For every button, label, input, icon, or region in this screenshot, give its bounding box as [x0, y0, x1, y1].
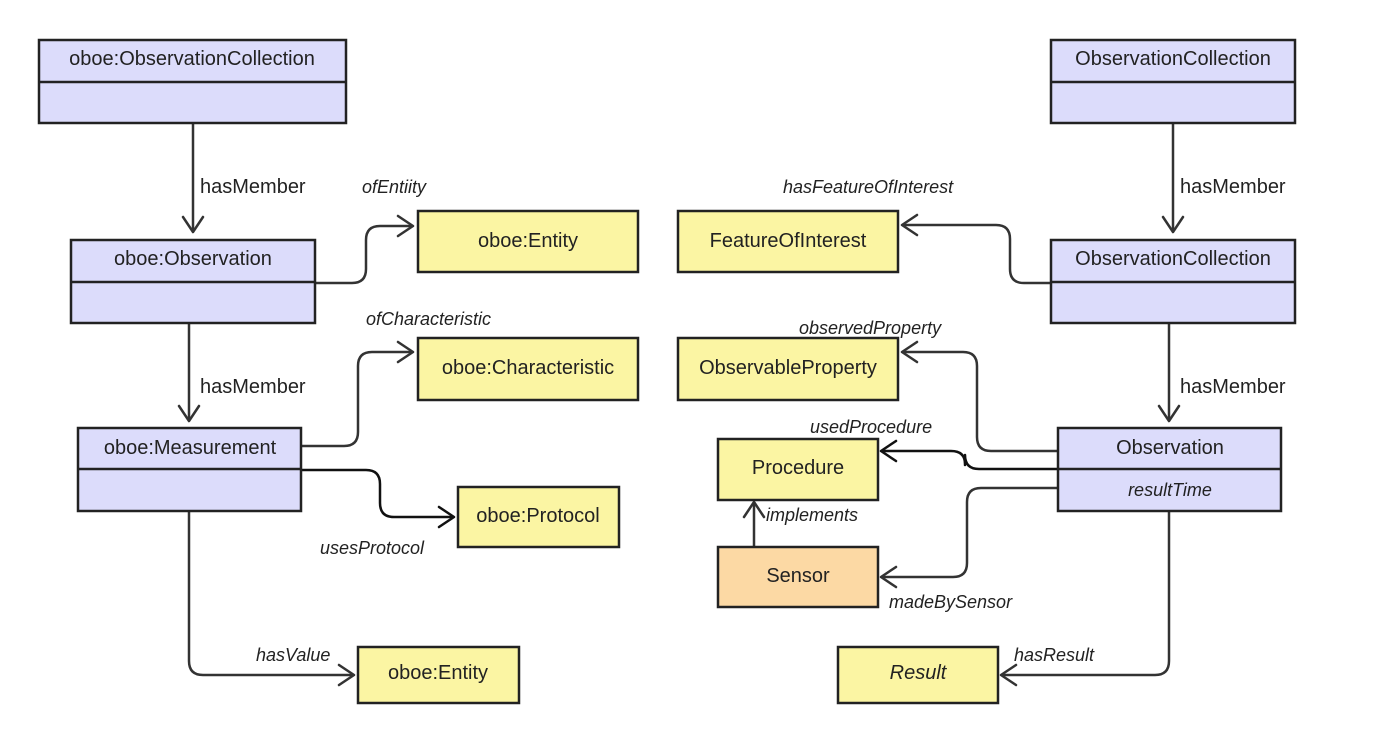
- arrowhead-implements: [742, 500, 766, 519]
- concept-box-oboe-entity-top[interactable]: oboe:Entity: [416, 209, 640, 274]
- arrowhead-of-characteristic: [396, 340, 415, 364]
- class-title: Observation: [1116, 437, 1224, 459]
- class-title: oboe:Measurement: [104, 437, 277, 459]
- class-box-oboe-observation[interactable]: oboe:Observation: [69, 238, 317, 325]
- arrowhead-left-has-member-1: [181, 215, 205, 234]
- arrowhead-has-result: [999, 663, 1018, 687]
- label-has-value: hasValue: [256, 645, 330, 665]
- arrowhead-has-feature-of-interest: [900, 213, 919, 237]
- concept-label: Sensor: [766, 565, 830, 587]
- concept-label: FeatureOfInterest: [710, 230, 867, 252]
- concept-label: oboe:Entity: [388, 662, 488, 684]
- arrowhead-uses-protocol: [437, 505, 456, 529]
- label-of-characteristic: ofCharacteristic: [366, 309, 491, 329]
- concept-label: Result: [890, 662, 948, 684]
- concept-box-oboe-protocol[interactable]: oboe:Protocol: [456, 485, 621, 549]
- arrowhead-right-has-member-2: [1157, 404, 1181, 423]
- class-title: ObservationCollection: [1075, 48, 1271, 70]
- concept-box-result[interactable]: Result: [836, 645, 1000, 705]
- label-has-feature-of-interest: hasFeatureOfInterest: [783, 177, 954, 197]
- concept-label: Procedure: [752, 457, 844, 479]
- edge-of-characteristic: [302, 350, 413, 448]
- label-uses-protocol: usesProtocol: [320, 538, 425, 558]
- concept-box-oboe-characteristic[interactable]: oboe:Characteristic: [416, 336, 640, 402]
- class-box-observation-collection-mid[interactable]: ObservationCollection: [1049, 238, 1297, 325]
- label-observed-property: observedProperty: [799, 318, 942, 338]
- label-implements: implements: [766, 505, 858, 525]
- edge-has-result: [1001, 512, 1171, 677]
- label-used-procedure: usedProcedure: [810, 417, 932, 437]
- arrowhead-has-value: [337, 663, 356, 687]
- concept-box-oboe-entity-bottom[interactable]: oboe:Entity: [356, 645, 521, 705]
- class-title: oboe:ObservationCollection: [69, 48, 315, 70]
- arrowhead-right-has-member-1: [1161, 215, 1185, 234]
- left-edges: [177, 124, 456, 687]
- edge-made-by-sensor: [881, 486, 1058, 579]
- label-of-entity: ofEntiity: [362, 177, 427, 197]
- class-box-observation-collection-top[interactable]: ObservationCollection: [1049, 38, 1297, 125]
- arrowhead-left-has-member-2: [177, 404, 201, 423]
- class-attribute-result-time: resultTime: [1128, 480, 1212, 500]
- class-box-observation[interactable]: Observation resultTime: [1056, 426, 1283, 513]
- class-title: oboe:Observation: [114, 248, 272, 270]
- edge-of-entity: [316, 224, 413, 285]
- label-made-by-sensor: madeBySensor: [889, 592, 1013, 612]
- label-right-has-member-2: hasMember: [1180, 376, 1286, 398]
- label-right-has-member-1: hasMember: [1180, 176, 1286, 198]
- class-box-oboe-observation-collection[interactable]: oboe:ObservationCollection: [37, 38, 348, 125]
- label-left-has-member-2: hasMember: [200, 376, 306, 398]
- label-left-has-member-1: hasMember: [200, 176, 306, 198]
- concept-box-sensor[interactable]: Sensor: [716, 545, 880, 609]
- edge-has-feature-of-interest: [902, 223, 1050, 285]
- edge-used-procedure: [881, 449, 1058, 471]
- label-has-result: hasResult: [1014, 645, 1095, 665]
- edge-observed-property: [902, 350, 1058, 453]
- arrowhead-made-by-sensor: [879, 565, 898, 589]
- right-edges: [742, 124, 1185, 687]
- arrowhead-observed-property: [900, 340, 919, 364]
- edge-has-value: [187, 512, 354, 677]
- concept-label: oboe:Characteristic: [442, 357, 614, 379]
- concept-box-procedure[interactable]: Procedure: [716, 437, 880, 502]
- arrowhead-used-procedure: [879, 439, 898, 463]
- concept-box-observable-property[interactable]: ObservableProperty: [676, 336, 900, 402]
- concept-label: oboe:Entity: [478, 230, 578, 252]
- edge-uses-protocol: [302, 468, 454, 519]
- arrowhead-of-entity: [396, 214, 415, 238]
- class-box-oboe-measurement[interactable]: oboe:Measurement: [76, 426, 303, 513]
- class-title: ObservationCollection: [1075, 248, 1271, 270]
- concept-label: oboe:Protocol: [476, 505, 599, 527]
- concept-box-feature-of-interest[interactable]: FeatureOfInterest: [676, 209, 900, 274]
- concept-label: ObservableProperty: [699, 357, 877, 379]
